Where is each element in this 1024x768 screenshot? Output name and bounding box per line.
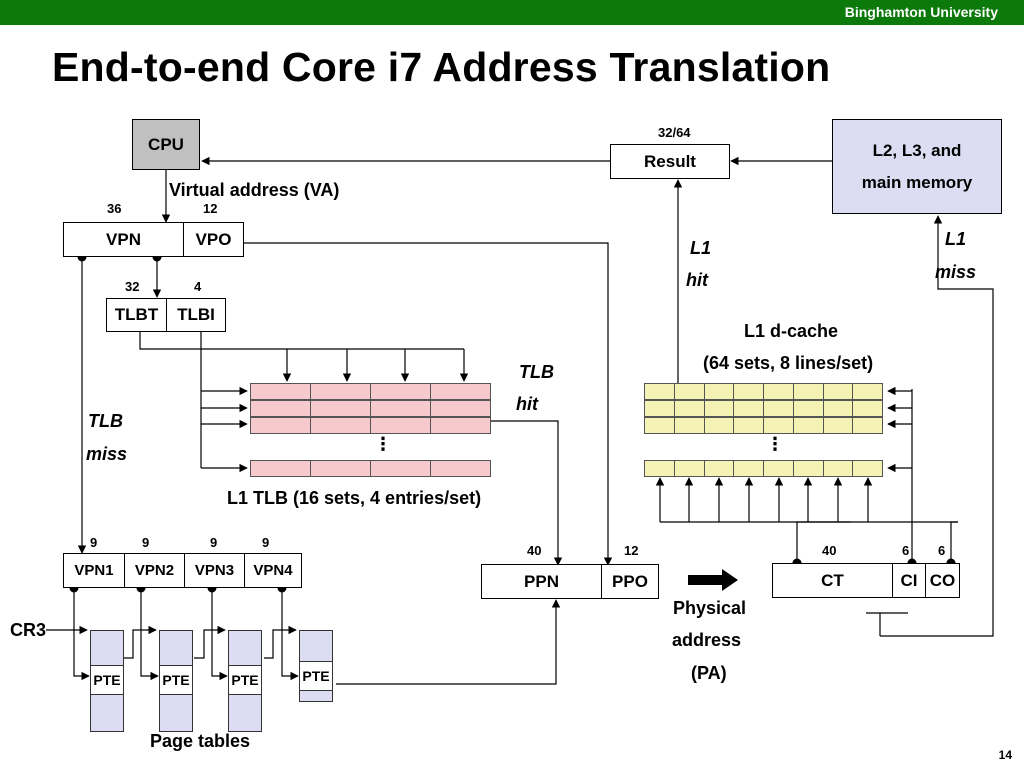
page-tables-label: Page tables xyxy=(150,731,251,751)
vpn4-bits: 9 xyxy=(262,535,270,550)
vpn-bits: 36 xyxy=(107,201,122,216)
l1-miss-line1: L1 xyxy=(945,229,967,249)
cr3-label: CR3 xyxy=(10,620,47,640)
cache-row xyxy=(644,460,883,477)
slide-title: End-to-end Core i7 Address Translation xyxy=(52,44,831,90)
co-field: CO xyxy=(929,570,956,590)
vpo-field: VPO xyxy=(195,229,232,249)
memory-line1: L2, L3, and xyxy=(872,140,962,160)
cache-row xyxy=(644,400,883,417)
ct-bits: 40 xyxy=(822,543,837,558)
tlb-row xyxy=(250,460,491,477)
page-table-2: PTE xyxy=(159,630,193,732)
ppo-field: PPO xyxy=(612,571,648,591)
vpn2-field: VPN2 xyxy=(125,554,185,587)
cache-ellipsis: ⋮ xyxy=(766,434,784,454)
cache-row xyxy=(644,383,883,400)
l1-hit-line2: hit xyxy=(686,270,708,290)
ci-bits: 6 xyxy=(902,543,910,558)
memory-box: L2, L3, and main memory xyxy=(832,119,1002,214)
tlb-row xyxy=(250,383,491,400)
virtual-address: VPN VPO xyxy=(63,222,244,257)
tlb-index-fields: TLBT TLBI xyxy=(106,298,226,332)
co-bits: 6 xyxy=(938,543,946,558)
cpu-box: CPU xyxy=(132,119,200,170)
tlbi-bits: 4 xyxy=(194,279,202,294)
slide-number: 14 xyxy=(998,748,1012,762)
tlb-ellipsis: ⋮ xyxy=(374,434,392,454)
pte-entry: PTE xyxy=(228,665,262,695)
tlb-row xyxy=(250,417,491,434)
page-table-4: PTE xyxy=(299,630,333,702)
vpn1-field: VPN1 xyxy=(64,554,125,587)
l1-miss-line2: miss xyxy=(935,262,977,282)
memory-line2: main memory xyxy=(861,172,973,192)
l1-hit-line1: L1 xyxy=(690,238,712,258)
tlb-hit-line2: hit xyxy=(516,394,538,414)
tlb-miss-line1: TLB xyxy=(88,411,123,431)
tlbt-bits: 32 xyxy=(125,279,140,294)
ci-field: CI xyxy=(893,564,926,597)
vpn2-bits: 9 xyxy=(142,535,150,550)
university-name: Binghamton University xyxy=(844,4,998,20)
cache-address: CT CI CO xyxy=(772,563,960,598)
tlbt-field: TLBT xyxy=(107,299,167,331)
pa-label-line1: Physical xyxy=(673,598,747,618)
pte-entry: PTE xyxy=(299,661,333,691)
ppn-bits: 40 xyxy=(527,543,542,558)
ct-field: CT xyxy=(773,564,893,597)
va-label: Virtual address (VA) xyxy=(169,180,340,200)
physical-address: PPN PPO xyxy=(481,564,659,599)
vpn4-field: VPN4 xyxy=(253,562,293,579)
vpn3-field: VPN3 xyxy=(185,554,245,587)
tlb-row xyxy=(250,400,491,417)
ppo-bits: 12 xyxy=(624,543,639,558)
cache-label-line1: L1 d-cache xyxy=(744,321,839,341)
vpo-bits: 12 xyxy=(203,201,218,216)
vpn-parts: VPN1 VPN2 VPN3 VPN4 xyxy=(63,553,302,588)
pte-entry: PTE xyxy=(159,665,193,695)
fat-arrow-icon xyxy=(688,569,738,591)
pte-entry: PTE xyxy=(90,665,124,695)
tlb-label: L1 TLB (16 sets, 4 entries/set) xyxy=(227,488,482,508)
page-table-1: PTE xyxy=(90,630,124,732)
tlb-miss-line2: miss xyxy=(86,444,128,464)
result-label: Result xyxy=(644,151,696,171)
vpn-field: VPN xyxy=(64,223,184,256)
vpn1-bits: 9 xyxy=(90,535,98,550)
cpu-label: CPU xyxy=(148,134,184,154)
result-box: Result xyxy=(610,144,730,179)
vpn3-bits: 9 xyxy=(210,535,218,550)
result-bits: 32/64 xyxy=(658,125,691,140)
pa-label-line2: address xyxy=(672,630,742,650)
tlbi-field: TLBI xyxy=(177,305,215,324)
tlb-hit-line1: TLB xyxy=(519,362,554,382)
cache-label-line2: (64 sets, 8 lines/set) xyxy=(703,353,874,373)
page-table-3: PTE xyxy=(228,630,262,732)
header-bar: Binghamton University xyxy=(0,0,1024,25)
ppn-field: PPN xyxy=(482,565,602,598)
cache-row xyxy=(644,417,883,434)
pa-label-line3: (PA) xyxy=(691,663,727,683)
